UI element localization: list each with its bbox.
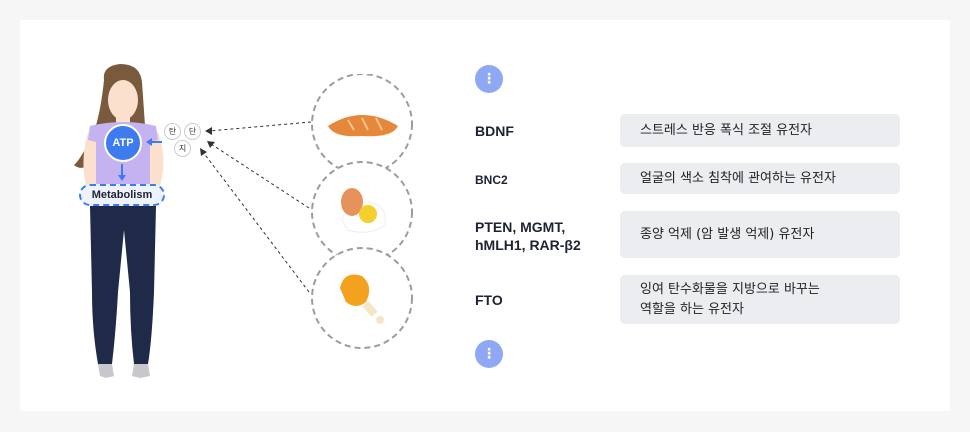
more-dots-top-icon[interactable]: ⋮ xyxy=(475,65,503,93)
food-circles xyxy=(311,74,413,349)
gene-name-bdnf: BDNF xyxy=(475,123,514,139)
chicken-leg-icon xyxy=(340,274,384,324)
egg-arrow xyxy=(210,143,310,209)
face xyxy=(108,80,138,120)
fat-chip: 지 xyxy=(174,140,191,157)
left-shoe xyxy=(98,364,114,378)
person-illustration xyxy=(74,64,164,378)
neck xyxy=(116,116,130,126)
more-dots-bottom-icon[interactable]: ⋮ xyxy=(475,340,503,368)
gene-desc-bdnf: 스트레스 반응 폭식 조절 유전자 xyxy=(620,114,900,147)
egg-icon xyxy=(341,188,386,233)
bread-icon xyxy=(328,115,398,137)
right-shoe xyxy=(132,364,150,378)
metabolism-label: Metabolism xyxy=(79,184,165,206)
gene-desc-pten: 종양 억제 (암 발생 억제) 유전자 xyxy=(620,211,900,258)
pants xyxy=(90,206,156,364)
atp-arrows xyxy=(118,138,162,181)
gene-desc-fto: 잉여 탄수화물을 지방으로 바꾸는 역할을 하는 유전자 xyxy=(620,275,900,324)
atp-circle: ATP xyxy=(104,124,142,162)
gene-desc-bnc2: 얼굴의 색소 침착에 관여하는 유전자 xyxy=(620,163,900,194)
carb-chip: 탄 xyxy=(164,123,181,140)
gene-name-fto: FTO xyxy=(475,292,503,308)
left-arm xyxy=(83,132,98,186)
food-arrows xyxy=(200,121,312,293)
gene-name-bnc2: BNC2 xyxy=(475,173,508,187)
gene-name-pten: PTEN, MGMT, hMLH1, RAR-β2 xyxy=(475,219,581,253)
bread-arrow xyxy=(208,121,312,132)
protein-chip: 단 xyxy=(184,123,201,140)
chicken-arrow xyxy=(202,151,310,293)
